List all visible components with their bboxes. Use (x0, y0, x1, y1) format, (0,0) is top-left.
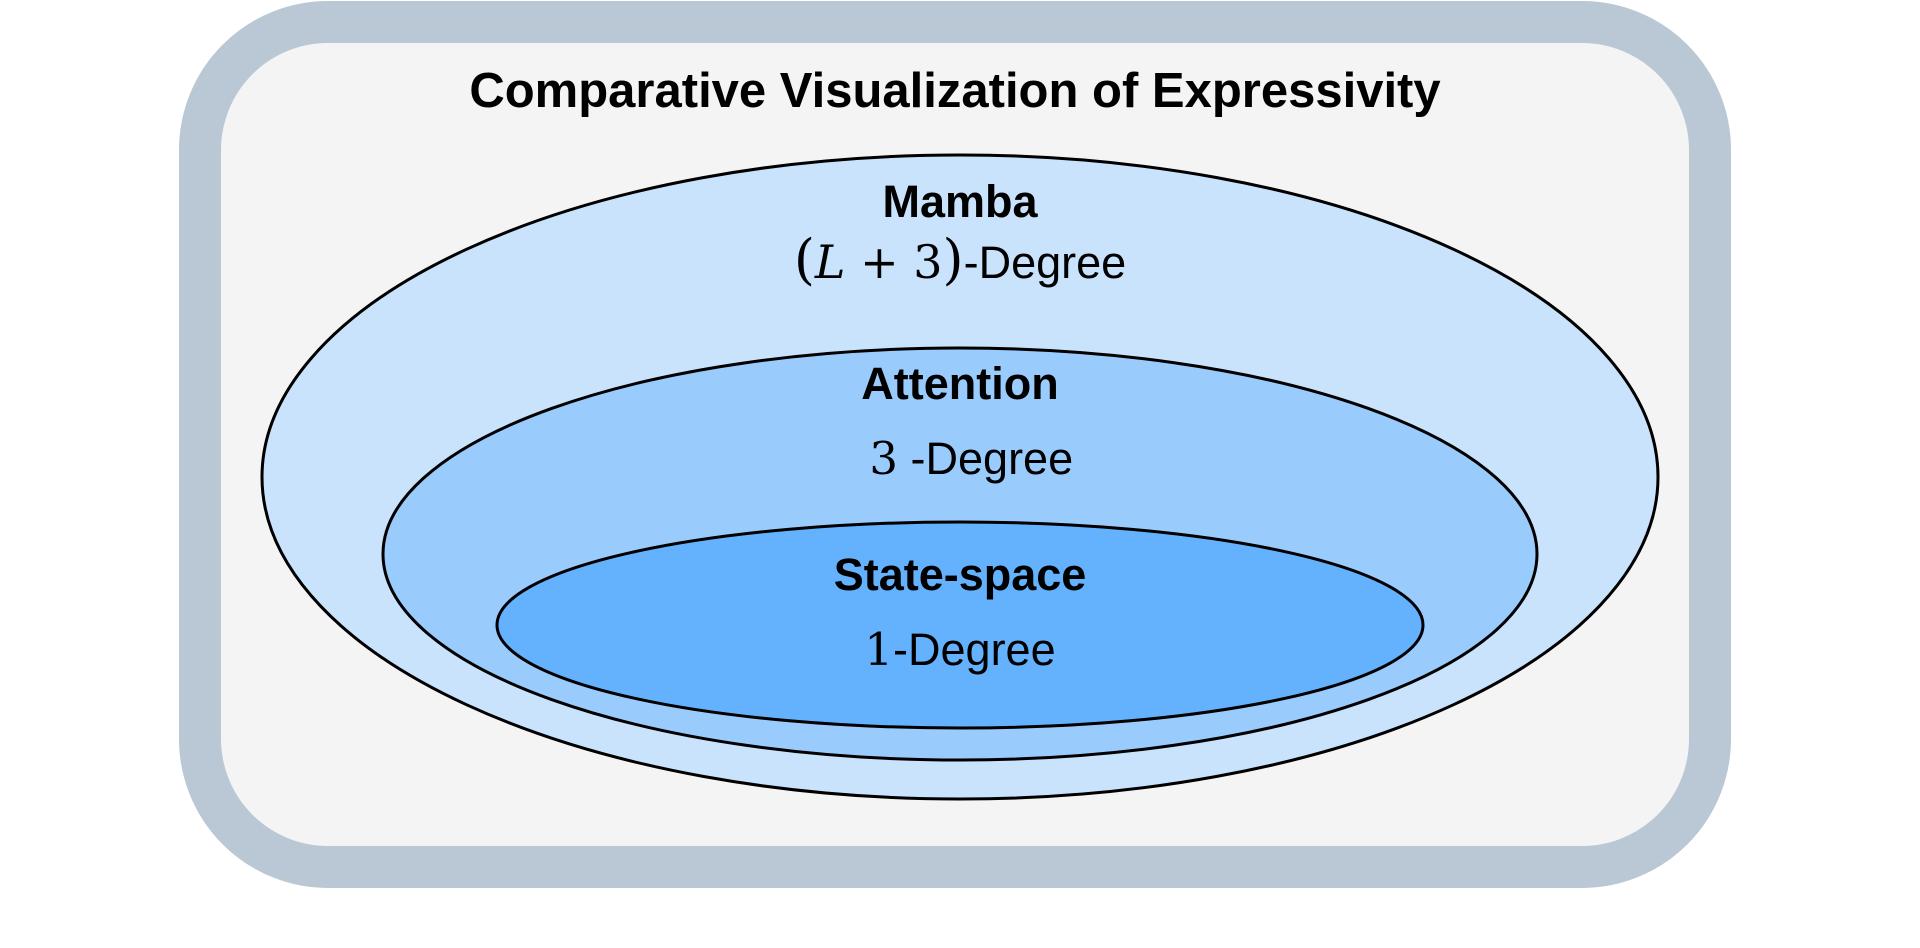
mamba-degree-open-paren: ( (794, 228, 815, 291)
attention-degree-suffix: -Degree (898, 433, 1073, 484)
diagram-title: Comparative Visualization of Expressivit… (469, 64, 1440, 118)
mamba-degree-close-paren: ) (943, 228, 964, 291)
state-space-label: State-space (834, 549, 1087, 600)
mamba-label: Mamba (882, 176, 1038, 227)
attention-label: Attention (861, 358, 1058, 409)
mamba-degree-label: (L + 3)-Degree (794, 228, 1126, 291)
mamba-degree-operator: + 3 (845, 235, 942, 289)
state-space-degree-number: 1 (864, 623, 893, 676)
attention-degree-number: 3 (869, 432, 898, 485)
attention-degree-label: 3 -Degree (813, 432, 1107, 485)
mamba-degree-variable: L (814, 235, 846, 289)
state-space-degree-label: 1-Degree (864, 623, 1055, 676)
mamba-degree-suffix: -Degree (964, 237, 1127, 288)
state-space-degree-suffix: -Degree (893, 624, 1056, 675)
state-space-region (495, 520, 1425, 730)
